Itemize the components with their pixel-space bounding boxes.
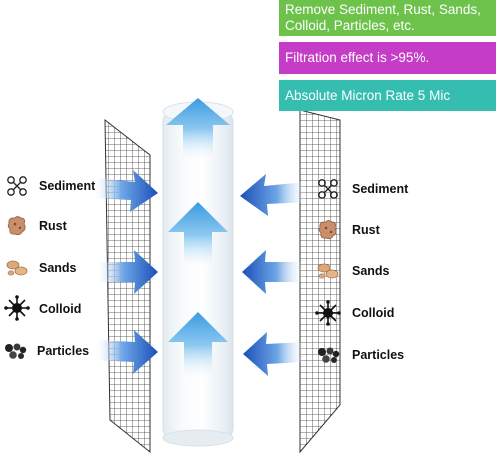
colloid-icon xyxy=(315,300,341,326)
up-arrow-bottom xyxy=(168,312,228,378)
left-label-sands: Sands xyxy=(39,261,77,275)
right-mesh-screen xyxy=(299,109,341,454)
right-label-particles: Particles xyxy=(352,348,405,362)
right-arrow-1 xyxy=(240,174,308,216)
left-label-particles: Particles xyxy=(37,344,90,358)
right-label-rust: Rust xyxy=(352,223,380,237)
sands-icon xyxy=(317,263,339,279)
left-mesh-screen xyxy=(104,118,151,454)
up-arrow-top xyxy=(166,98,230,160)
left-label-sediment: Sediment xyxy=(39,179,96,193)
left-label-rust: Rust xyxy=(39,219,67,233)
right-arrow-3 xyxy=(243,332,306,376)
left-arrow-1 xyxy=(92,170,158,212)
sands-icon xyxy=(6,260,28,276)
right-inflow-arrows xyxy=(240,174,308,376)
left-arrow-3 xyxy=(94,330,158,374)
right-label-colloid: Colloid xyxy=(352,306,395,320)
feature-badge-micron: Absolute Micron Rate 5 Mic xyxy=(279,80,496,111)
rust-icon xyxy=(7,216,26,236)
right-arrow-2 xyxy=(242,250,305,294)
feature-badge-efficiency: Filtration effect is >95%. xyxy=(279,42,496,74)
right-label-sediment: Sediment xyxy=(352,182,409,196)
upward-flow-arrows xyxy=(166,98,230,378)
particles-icon xyxy=(318,347,340,363)
up-arrow-middle xyxy=(168,202,228,268)
sediment-icon xyxy=(318,179,338,199)
colloid-icon xyxy=(4,295,30,321)
rust-icon xyxy=(318,220,337,240)
left-arrow-2 xyxy=(95,250,158,294)
left-label-colloid: Colloid xyxy=(39,302,82,316)
left-inflow-arrows xyxy=(92,170,158,374)
sediment-icon xyxy=(7,176,27,196)
particles-icon xyxy=(5,343,27,359)
feature-badge-remove: Remove Sediment, Rust, Sands, Colloid, P… xyxy=(279,0,496,36)
right-label-sands: Sands xyxy=(352,264,390,278)
